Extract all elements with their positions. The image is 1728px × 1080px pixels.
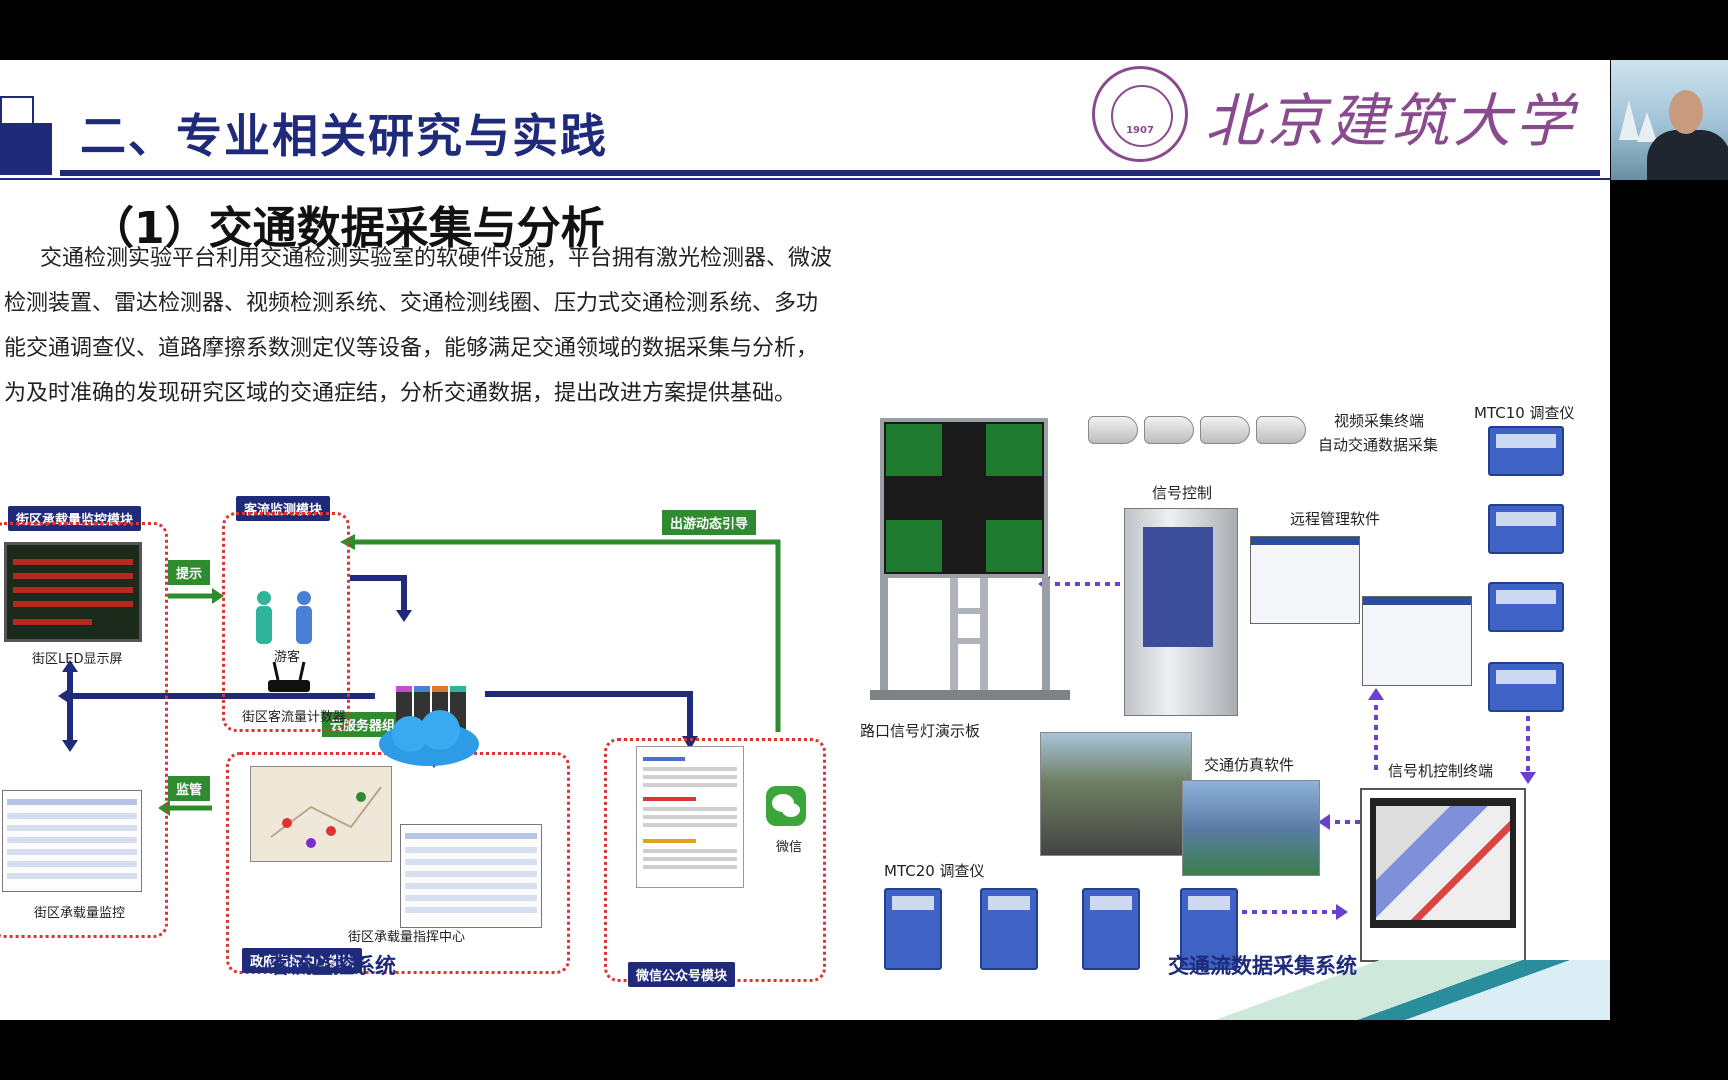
camera-icon: [1144, 416, 1194, 444]
presenter-body: [1647, 130, 1728, 180]
supervise-tag: 监管: [168, 776, 211, 801]
right-caption: 交通流数据采集系统: [1168, 954, 1357, 978]
arrowhead: [62, 740, 78, 752]
cloud-servers-icon: [379, 686, 479, 766]
mtc10-device: [1488, 504, 1564, 554]
mtc10-device: [1488, 582, 1564, 632]
signal-cabinet-image: [1124, 508, 1238, 716]
led-label: 街区LED显示屏: [32, 652, 123, 667]
wechat-label: 微信: [776, 840, 803, 855]
mtc20-label: MTC20 调查仪: [884, 862, 985, 880]
arrowhead: [396, 610, 412, 622]
map-image: [250, 766, 392, 862]
counter-label: 街区客流量计数器: [242, 710, 347, 725]
street-monitor-label: 街区承载量监控: [34, 906, 126, 921]
arrowhead: [1336, 904, 1348, 920]
signal-terminal-label: 信号机控制终端: [1388, 762, 1494, 780]
travel-guide-tag: 出游动态引导: [662, 510, 757, 535]
university-seal-icon: 1907: [1092, 66, 1188, 162]
header-square: [0, 123, 52, 175]
mtc10-device: [1488, 662, 1564, 712]
camera-icon: [1200, 416, 1250, 444]
mtc10-device: [1488, 426, 1564, 476]
section-title: 二、专业相关研究与实践: [80, 109, 608, 163]
street-module-box: [0, 522, 168, 938]
arrowhead: [62, 660, 78, 672]
presenter-head: [1669, 90, 1703, 134]
sail-icon: [1619, 100, 1639, 140]
remote-software-label: 远程管理软件: [1290, 510, 1381, 528]
camera-icon: [1088, 416, 1138, 444]
prompt-tag: 提示: [168, 560, 211, 585]
mtc20-device: [884, 888, 942, 970]
remote-software-window: [1362, 596, 1472, 686]
visitor-module-box: [222, 512, 350, 732]
webcam-overlay: [1611, 60, 1728, 180]
traffic-sim-image: [1040, 732, 1192, 856]
sim-software-label: 交通仿真软件: [1204, 756, 1295, 774]
arrows-purple: [1050, 582, 1530, 914]
tourist-icon: [256, 591, 312, 644]
mtc20-device: [1082, 888, 1140, 970]
arrowhead: [58, 688, 70, 704]
signal-control-label: 信号控制: [1152, 484, 1213, 502]
header-rule-thin: [0, 178, 1610, 180]
signal-board-image: [880, 418, 1048, 578]
left-caption: 客流监控系统: [270, 954, 396, 978]
arrowhead: [1318, 814, 1330, 830]
wechat-module-tag: 微信公众号模块: [628, 962, 736, 987]
camera-icon: [1256, 416, 1306, 444]
signal-board-label: 路口信号灯演示板: [860, 722, 981, 740]
counter-router-icon: [268, 661, 310, 692]
decorative-wave: [1000, 960, 1610, 1020]
signal-terminal-monitor: [1360, 788, 1526, 962]
led-display-image: [4, 542, 142, 642]
mtc10-label: MTC10 调查仪: [1474, 404, 1575, 422]
signal-board-stand: [870, 578, 1070, 700]
seal-year: 1907: [1126, 125, 1154, 136]
gov-module-tag: 政府指挥中心模块: [242, 948, 363, 973]
header-rule: [60, 170, 1600, 176]
university-name: 北京建筑大学: [1205, 87, 1578, 155]
video-terminal-label: 视频采集终端: [1334, 412, 1425, 430]
sail-icon: [1637, 112, 1657, 142]
street-module-tag: 街区承载量监控模块: [8, 506, 142, 531]
arrowhead: [1520, 772, 1536, 784]
command-center-label: 街区承载量指挥中心: [348, 930, 466, 945]
remote-software-window: [1250, 536, 1360, 624]
slide: 二、专业相关研究与实践 1907 北京建筑大学 （1）交通数据采集与分析 交通检…: [0, 60, 1610, 1020]
command-center-panel: [400, 824, 542, 928]
arrowhead: [212, 588, 224, 604]
traffic-sim-image: [1182, 780, 1320, 876]
wechat-phone-image: [636, 746, 744, 888]
auto-collect-label: 自动交通数据采集: [1318, 436, 1439, 454]
wechat-icon: [766, 786, 806, 826]
arrowhead: [1368, 688, 1384, 700]
mtc20-device: [1180, 888, 1238, 970]
slide-paragraph: 交通检测实验平台利用交通检测实验室的软硬件设施，平台拥有激光检测器、微波检测装置…: [4, 246, 833, 406]
street-monitor-panel: [2, 790, 142, 892]
arrows-green: [168, 539, 781, 811]
tourist-label: 游客: [274, 650, 301, 665]
slide-subtitle: （1）交通数据采集与分析: [90, 203, 605, 254]
mtc20-device: [980, 888, 1038, 970]
